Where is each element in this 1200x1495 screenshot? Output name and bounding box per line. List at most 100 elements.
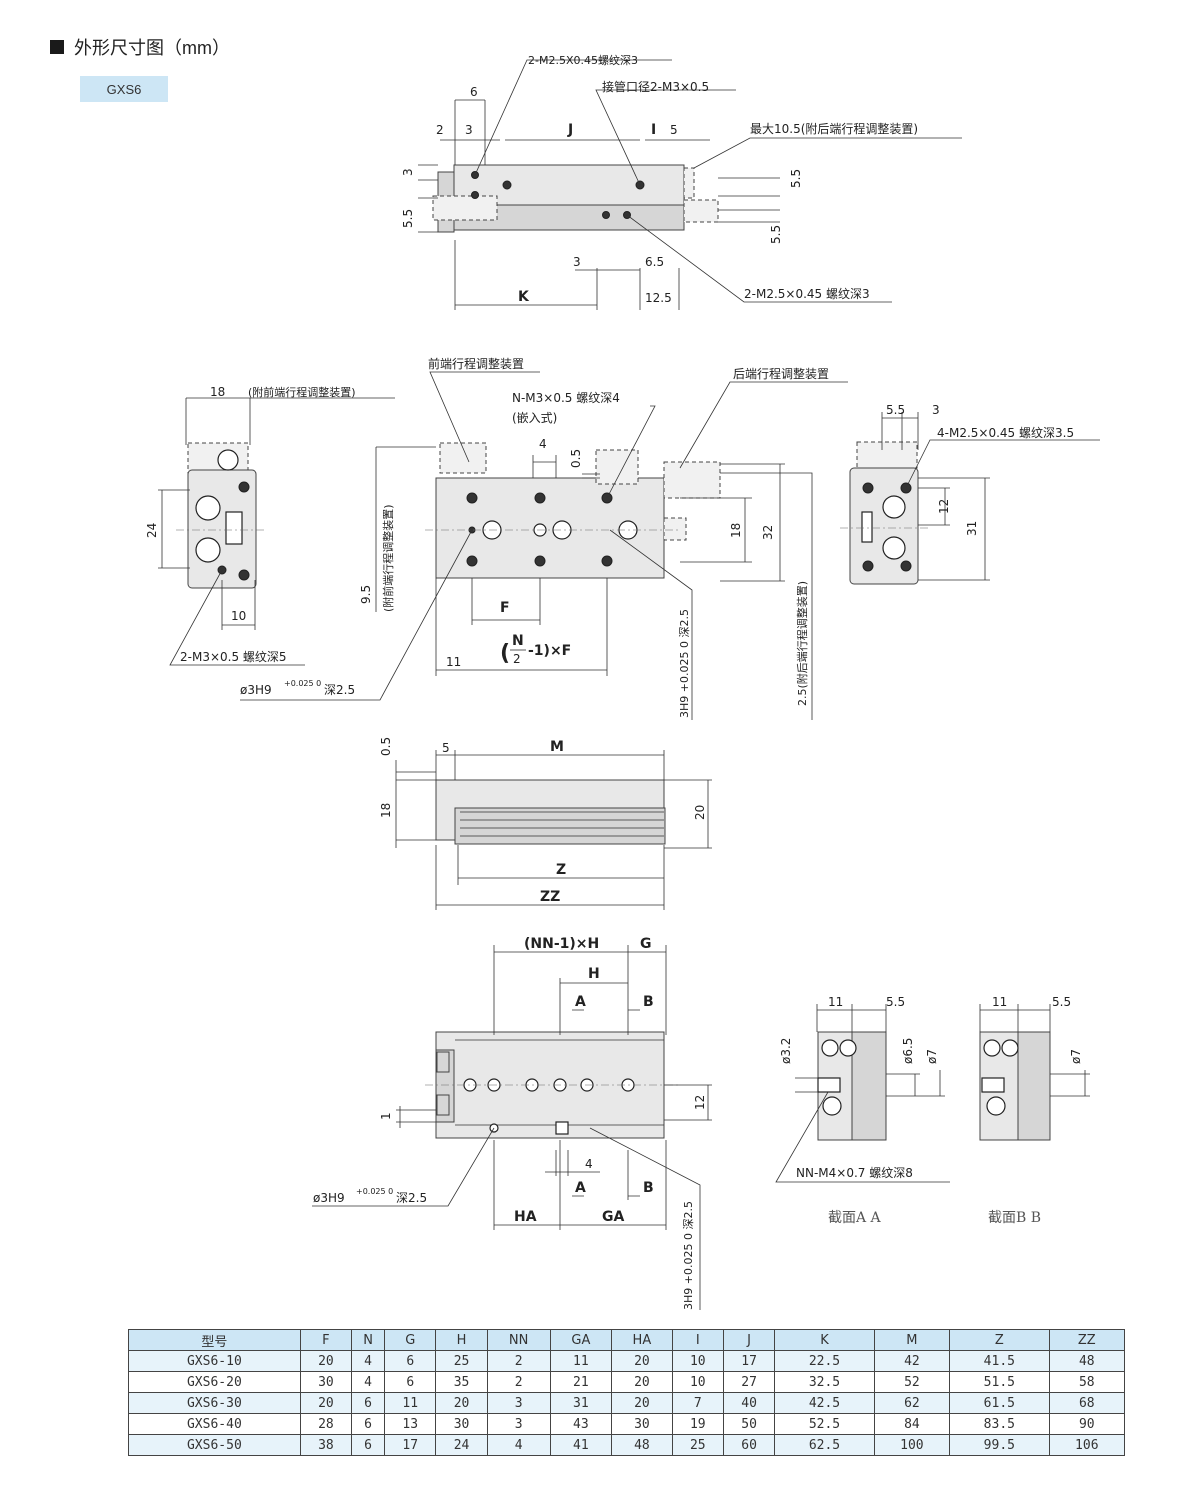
table-header-cell: Z: [949, 1329, 1050, 1351]
dim-GA: GA: [602, 1209, 624, 1225]
table-cell: 4: [351, 1350, 386, 1372]
formula-2: 2: [513, 652, 521, 666]
table-cell: 13: [384, 1413, 437, 1435]
dim-J: J: [567, 122, 573, 138]
section-aa-thread: [817, 1077, 841, 1093]
callout-hole-tolerance: +0.025 0: [284, 679, 321, 688]
table-cell: 100: [873, 1434, 951, 1456]
table-cell: 4: [351, 1371, 386, 1393]
table-cell: 10: [671, 1371, 724, 1393]
table-cell: 20: [299, 1350, 353, 1372]
model-cell: GXS6-50: [128, 1434, 301, 1456]
dim-5.5: 5.5: [886, 403, 905, 417]
side-view: 0.5 5 M 18 20 Z ZZ: [379, 737, 712, 910]
table-cell: 7: [671, 1392, 724, 1414]
dimension-drawings: 6 2 3 J I 5 3 5.5 5.5 5.5 K 3 6.5 12.5 2…: [145, 53, 1100, 1310]
right-end-thread: [900, 560, 912, 572]
left-end-thread: [238, 569, 250, 581]
table-cell: 90: [1048, 1413, 1126, 1435]
dim-18: 18: [210, 385, 225, 399]
dim-12: 12: [937, 499, 951, 514]
dim-ZZ: ZZ: [540, 889, 560, 905]
mount-thread: [466, 555, 478, 567]
dim-18-side: 18: [379, 803, 393, 818]
pin-slot: [555, 1121, 569, 1135]
mount-thread: [466, 492, 478, 504]
table-cell: 19: [671, 1413, 724, 1435]
section-aa-view: 11 5.5 ø3.2 ø6.5 ø7 NN-M4×0.7 螺纹深8 截面A A: [775, 995, 950, 1226]
table-cell: 38: [299, 1434, 353, 1456]
table-cell: 17: [722, 1350, 776, 1372]
top-view-rear-adjuster: [683, 167, 695, 199]
table-cell: 42.5: [774, 1392, 875, 1414]
section-title: 外形尺寸图（mm）: [74, 38, 230, 58]
table-cell: 30: [611, 1413, 673, 1435]
callout-hole-depth: 深2.5: [324, 683, 355, 697]
formula-N: N: [512, 633, 524, 649]
table-cell: 48: [1048, 1350, 1126, 1372]
top-thread-hole: [471, 191, 479, 199]
callout-thread-bottom: 2-M2.5×0.45 螺纹深3: [744, 287, 870, 301]
table-header-cell: F: [299, 1329, 353, 1351]
table-cell: 11: [549, 1350, 613, 1372]
dim-I: I: [651, 122, 656, 138]
section-bb-bore: [983, 1039, 1001, 1057]
section-aa-dim-5.5: 5.5: [886, 995, 905, 1009]
callout-right-thread: 4-M2.5×0.45 螺纹深3.5: [937, 426, 1074, 440]
table-cell: 43: [549, 1413, 613, 1435]
bottom-view-stopper: [436, 1051, 450, 1073]
section-mark-B-bottom: B: [643, 1180, 654, 1196]
table-cell: 22.5: [774, 1350, 875, 1372]
section-aa-bore: [821, 1039, 839, 1057]
callout-front-adjust: 前端行程调整装置: [428, 356, 524, 371]
dim-24: 24: [145, 523, 159, 538]
table-cell: 62: [873, 1392, 951, 1414]
table-cell: 99.5: [949, 1434, 1050, 1456]
bottom-thread-hole: [602, 211, 610, 219]
callout-left-thread: 2-M3×0.5 螺纹深5: [180, 650, 287, 664]
table-cell: 27: [722, 1371, 776, 1393]
table-cell: 50: [722, 1413, 776, 1435]
top-view-front-adjuster: [432, 195, 498, 221]
section-bb-thread: [981, 1077, 1005, 1093]
right-end-thread: [862, 482, 874, 494]
table-cell: 48: [611, 1434, 673, 1456]
left-end-bore: [195, 495, 221, 521]
dim-12-bottom: 12: [693, 1095, 707, 1110]
table-cell: 11: [384, 1392, 437, 1414]
model-cell: GXS6-10: [128, 1350, 301, 1372]
table-cell: 3: [486, 1413, 551, 1435]
dim-32: 32: [761, 525, 775, 540]
section-bb-label: 截面B B: [988, 1210, 1041, 1226]
section-bb-bore: [986, 1096, 1006, 1116]
section-bb-dim-11: 11: [992, 995, 1007, 1009]
dim-5.5-vertical: 5.5: [401, 209, 415, 228]
table-cell: 40: [722, 1392, 776, 1414]
table-cell: 6: [351, 1413, 386, 1435]
table-cell: 17: [384, 1434, 437, 1456]
dim-11: 11: [446, 655, 461, 669]
dim-9.5: 9.5: [359, 585, 373, 604]
table-cell: 24: [435, 1434, 488, 1456]
table-cell: 61.5: [949, 1392, 1050, 1414]
table-header-row: 型号 F N G H NN GA HA I J K M Z ZZ: [128, 1329, 1126, 1351]
table-cell: 20: [611, 1371, 673, 1393]
section-mark-A-top: A: [575, 994, 586, 1010]
dim-12.5: 12.5: [645, 291, 672, 305]
section-bb-dim-7: ø7: [1069, 1049, 1083, 1064]
section-aa-dim-3.2: ø3.2: [779, 1038, 793, 1064]
table-cell: 10: [671, 1350, 724, 1372]
table-cell: 20: [611, 1350, 673, 1372]
section-bb-bore: [1001, 1039, 1019, 1057]
rear-adjuster: [663, 461, 721, 499]
table-cell: 60: [722, 1434, 776, 1456]
table-cell: 25: [435, 1350, 488, 1372]
callout-thread-top: 2-M2.5X0.45螺纹深3: [528, 53, 638, 67]
formula-rest: -1)×F: [528, 643, 571, 659]
section-aa-label: 截面A A: [828, 1210, 882, 1226]
dim-3: 3: [465, 123, 473, 137]
